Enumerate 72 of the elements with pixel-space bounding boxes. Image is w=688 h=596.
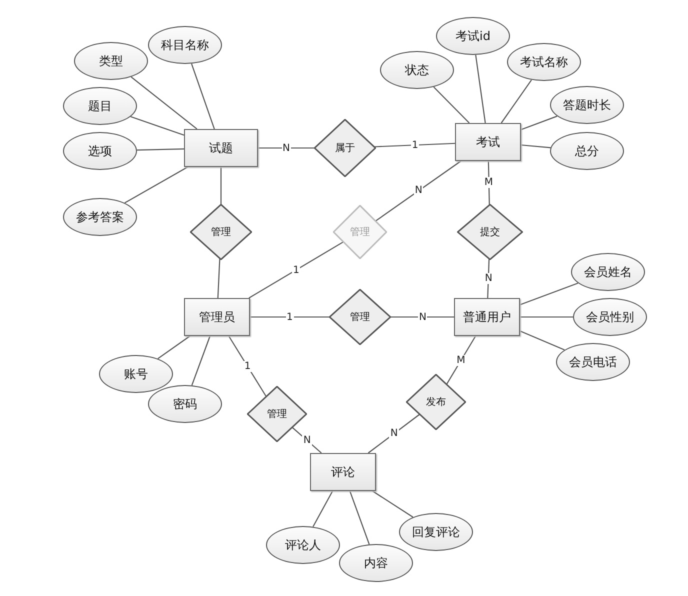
connector-line [368,414,420,454]
entity-box: 普通用户 [454,298,520,336]
attribute-ellipse: 题目 [63,87,137,125]
relationship-diamond: 管理 [190,204,252,260]
attribute-ellipse: 内容 [339,544,413,582]
attribute-ellipse: 会员性别 [573,298,647,336]
connector-line [220,167,222,204]
edge-label: 1 [410,140,420,151]
connector-line [446,336,476,384]
entity-box: 管理员 [184,298,250,336]
edge-label: M [483,177,494,188]
edge-label: N [484,273,494,284]
edge-label: 1 [286,312,294,322]
entity-box: 考试 [455,123,521,161]
relationship-diamond: 管理 [329,289,391,345]
connector-line [228,336,266,397]
edge-label: N [389,428,399,440]
connector-line [191,336,211,386]
connector-line [136,148,184,151]
connector-line [488,160,490,205]
attribute-ellipse: 会员电话 [556,343,630,381]
attribute-ellipse: 选项 [63,132,137,170]
attribute-ellipse: 考试名称 [507,43,581,81]
attribute-ellipse: 总分 [550,132,624,170]
attribute-ellipse: 评论人 [266,526,340,564]
attribute-ellipse: 类型 [74,42,148,80]
attribute-ellipse: 状态 [380,51,454,89]
connector-line [124,166,188,204]
connector-line [391,316,454,318]
connector-line [217,258,220,298]
attribute-ellipse: 参考答案 [63,198,137,236]
connector-line [433,86,470,124]
attribute-ellipse: 密码 [148,385,222,423]
connector-line [191,64,215,130]
relationship-diamond: 发布 [406,374,466,430]
edge-label: N [414,185,424,196]
relationship-diamond: 管理 [333,205,387,259]
connector-line [520,144,551,148]
edge-label: N [302,434,312,446]
attribute-ellipse: 账号 [99,355,173,393]
attribute-ellipse: 科目名称 [148,26,222,64]
edge-label: N [418,312,428,322]
entity-box: 评论 [310,453,376,491]
connector-line [475,54,486,124]
connector-line [487,259,490,298]
connector-line [349,490,370,544]
connector-line [520,282,578,306]
edge-label: M [456,354,466,366]
connector-line [500,80,532,124]
connector-line [520,116,558,130]
connector-line [158,336,190,360]
connector-line [376,160,462,222]
connector-line [374,142,456,148]
edge-label: N [282,142,291,154]
connector-line [250,316,329,318]
connector-line [248,242,344,298]
relationship-diamond: 属于 [314,119,376,177]
edge-label: 1 [292,264,300,276]
edge-label: 1 [243,360,252,372]
connector-line [372,490,414,518]
connector-line [520,316,573,318]
attribute-ellipse: 会员姓名 [571,253,645,291]
relationship-diamond: 提交 [457,204,523,260]
entity-box: 试题 [184,129,258,167]
connector-line [520,330,565,350]
attribute-ellipse: 答题时长 [550,86,624,124]
connector-line [130,76,198,130]
attribute-ellipse: 考试id [436,17,510,55]
attribute-ellipse: 回复评论 [399,513,473,551]
connector-line [258,147,314,149]
connector-line [312,490,334,527]
connector-line [130,116,184,136]
